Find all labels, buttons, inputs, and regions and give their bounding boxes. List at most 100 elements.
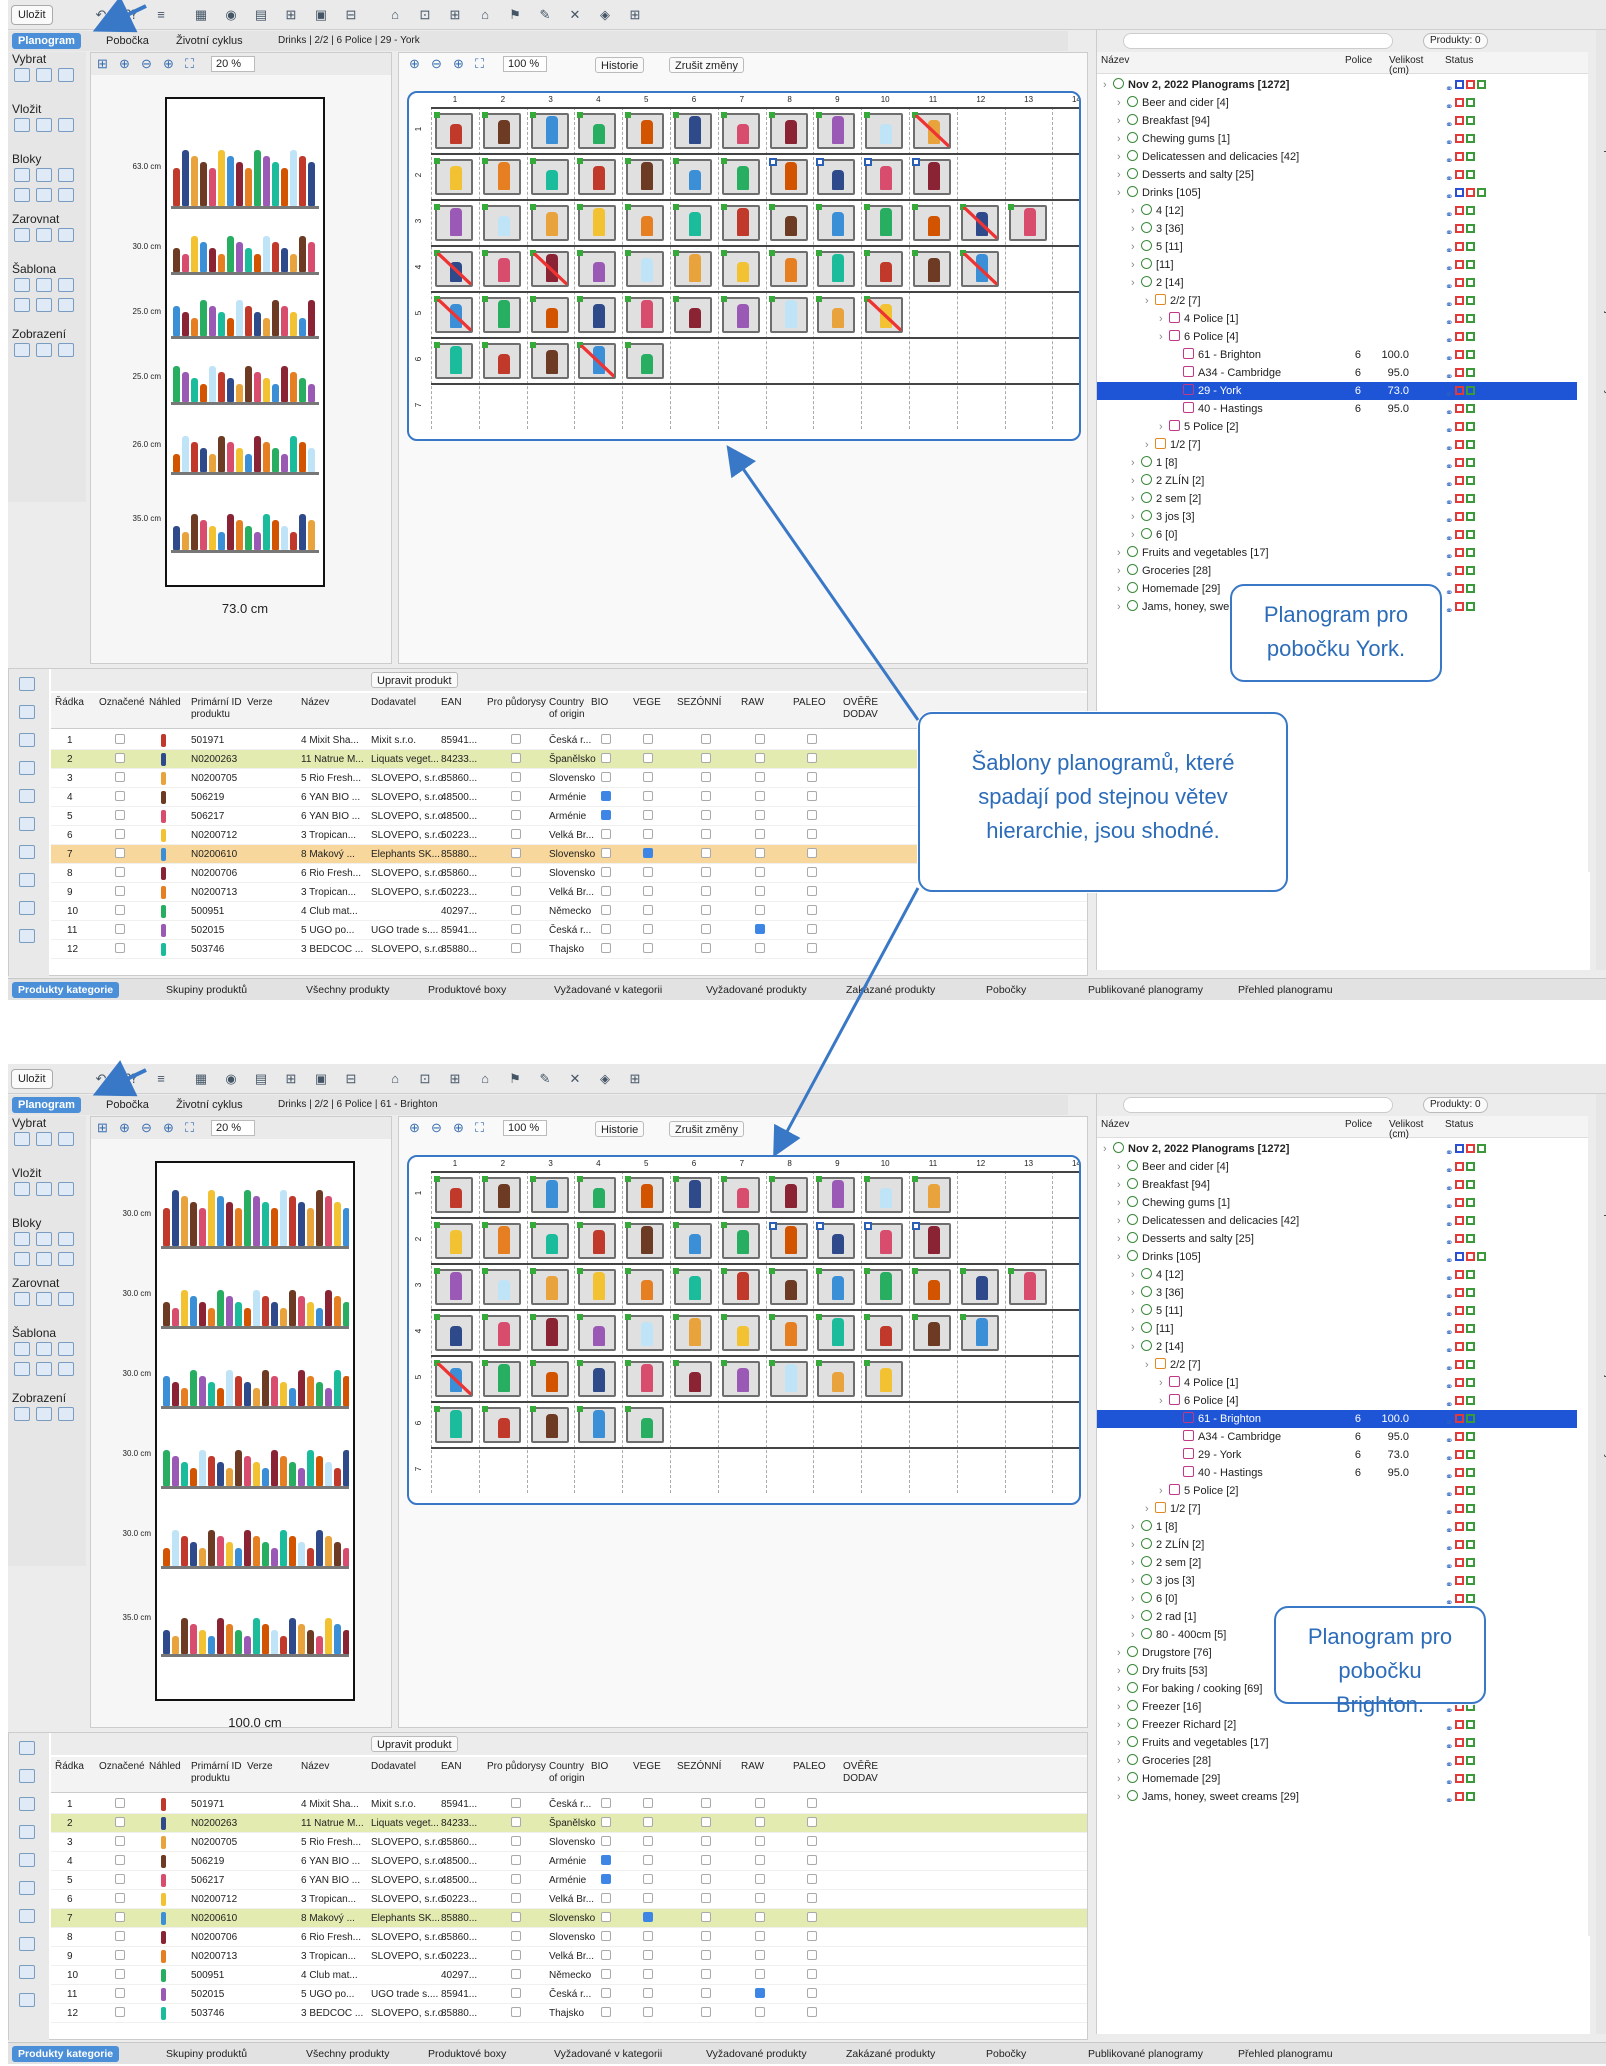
grid-column-header[interactable]: BIO [591,1761,609,1772]
seasonal-checkbox[interactable] [701,1947,711,1966]
bottom-tab[interactable]: Pobočky [986,984,1027,996]
vertical-tab[interactable]: Komponenta [1603,1194,1606,1251]
zoom-in-icon[interactable]: ⊕ [409,1120,420,1135]
bio-checkbox[interactable] [601,807,611,826]
bio-checkbox[interactable] [601,921,611,940]
planogram-slot[interactable] [434,158,473,195]
checkbox[interactable] [701,1931,711,1941]
planogram-slot[interactable] [434,1176,473,1213]
products-filter-button[interactable]: Produkty: 0 [1423,1097,1488,1113]
vege-checkbox[interactable] [643,788,653,807]
chevron-icon[interactable]: › [1159,331,1163,343]
list-icon[interactable]: ≡ [157,7,165,22]
tab-planogram[interactable]: Planogram [12,1097,81,1113]
sidebar-tool-icon[interactable] [14,68,30,82]
planogram-slot[interactable] [577,1222,617,1259]
chevron-icon[interactable]: › [1159,1485,1163,1497]
paleo-checkbox[interactable] [807,769,817,788]
sidebar-tool-icon[interactable] [58,1252,74,1266]
checkbox[interactable] [701,1874,711,1884]
vege-checkbox[interactable] [643,902,653,921]
select-icon[interactable]: ▣ [314,7,328,22]
planogram-slot[interactable] [816,1222,856,1259]
tree-node[interactable]: ›2 ZLÍN [2]⚭ [1097,472,1577,491]
tree-node[interactable]: ›Drinks [105]⚭ [1097,1248,1577,1267]
grid-tool-icon[interactable] [19,1937,35,1951]
planogram-slot[interactable] [673,112,712,149]
grid-column-header[interactable]: Country of origin [549,697,585,720]
planogram-slot[interactable] [434,1360,473,1397]
chevron-icon[interactable]: › [1131,1575,1135,1587]
sidebar-tool-icon[interactable] [14,228,30,242]
checkbox[interactable] [807,772,817,782]
chevron-icon[interactable]: › [1117,1179,1121,1191]
alert-icon[interactable]: ⁇ [125,7,137,22]
planogram-slot[interactable] [434,1222,473,1259]
checkbox[interactable] [807,848,817,858]
floorplan-checkbox[interactable] [511,902,521,921]
chevron-icon[interactable]: › [1117,1233,1121,1245]
zoom-out-icon[interactable]: ⊖ [141,1120,152,1135]
tree-node[interactable]: ›4 [12]⚭ [1097,1266,1577,1285]
planogram-slot[interactable] [434,342,473,379]
grid-tool-icon[interactable] [19,1797,35,1811]
chevron-icon[interactable]: › [1131,1305,1135,1317]
marked-checkbox[interactable] [115,1833,125,1852]
chevron-icon[interactable]: › [1117,1773,1121,1785]
share-icon[interactable]: ⊞ [629,1071,641,1086]
history-button[interactable]: Historie [595,1121,645,1137]
marked-checkbox[interactable] [115,883,125,902]
planogram-slot[interactable] [864,158,904,195]
raw-checkbox[interactable] [755,769,765,788]
paleo-checkbox[interactable] [807,788,817,807]
checkbox[interactable] [701,1950,711,1960]
grid-tool-icon[interactable] [19,1825,35,1839]
checkbox[interactable] [601,848,611,858]
planogram-slot[interactable] [768,250,808,287]
planogram-slot[interactable] [912,250,951,287]
bottom-tab[interactable]: Vyžadované produkty [706,984,807,996]
checkbox[interactable] [807,1874,817,1884]
checkbox[interactable] [643,1969,653,1979]
chevron-icon[interactable]: › [1131,1539,1135,1551]
planogram-slot[interactable] [912,1268,951,1305]
checkbox[interactable] [601,791,611,801]
chevron-icon[interactable]: › [1131,241,1135,253]
planogram-slot[interactable] [816,204,856,241]
raw-checkbox[interactable] [755,1795,765,1814]
checkbox[interactable] [601,924,611,934]
checkbox[interactable] [643,734,653,744]
planogram-slot[interactable] [768,158,808,195]
planogram-slot[interactable] [912,204,951,241]
tree-node[interactable]: ›2 [14]⚭ [1097,274,1577,293]
checkbox[interactable] [511,943,521,953]
tab-lifecycle[interactable]: Životní cyklus [176,35,243,47]
planogram-slot[interactable] [816,158,856,195]
house-icon[interactable]: ⌂ [481,7,489,22]
selection-handle[interactable] [864,1222,873,1230]
seasonal-checkbox[interactable] [701,731,711,750]
tree-node[interactable]: ›4 Police [1]⚭ [1097,1374,1577,1393]
checkbox[interactable] [643,943,653,953]
planogram-slot[interactable] [529,1268,569,1305]
bio-checkbox[interactable] [601,826,611,845]
planogram-slot[interactable] [673,250,712,287]
checkbox[interactable] [511,905,521,915]
chevron-icon[interactable]: › [1145,439,1149,451]
bottom-tab[interactable]: Všechny produkty [306,2048,390,2060]
sidebar-tool-icon[interactable] [36,1292,52,1306]
seasonal-checkbox[interactable] [701,1890,711,1909]
planogram-slot[interactable] [864,1222,904,1259]
checkbox[interactable] [115,1836,125,1846]
sidebar-tool-icon[interactable] [36,1182,52,1196]
checkbox[interactable] [601,734,611,744]
planogram-slot[interactable] [529,250,569,287]
checkbox[interactable] [755,1836,765,1846]
marked-checkbox[interactable] [115,1871,125,1890]
checkbox[interactable] [701,867,711,877]
tree-node[interactable]: ›Fruits and vegetables [17]⚭ [1097,544,1577,563]
